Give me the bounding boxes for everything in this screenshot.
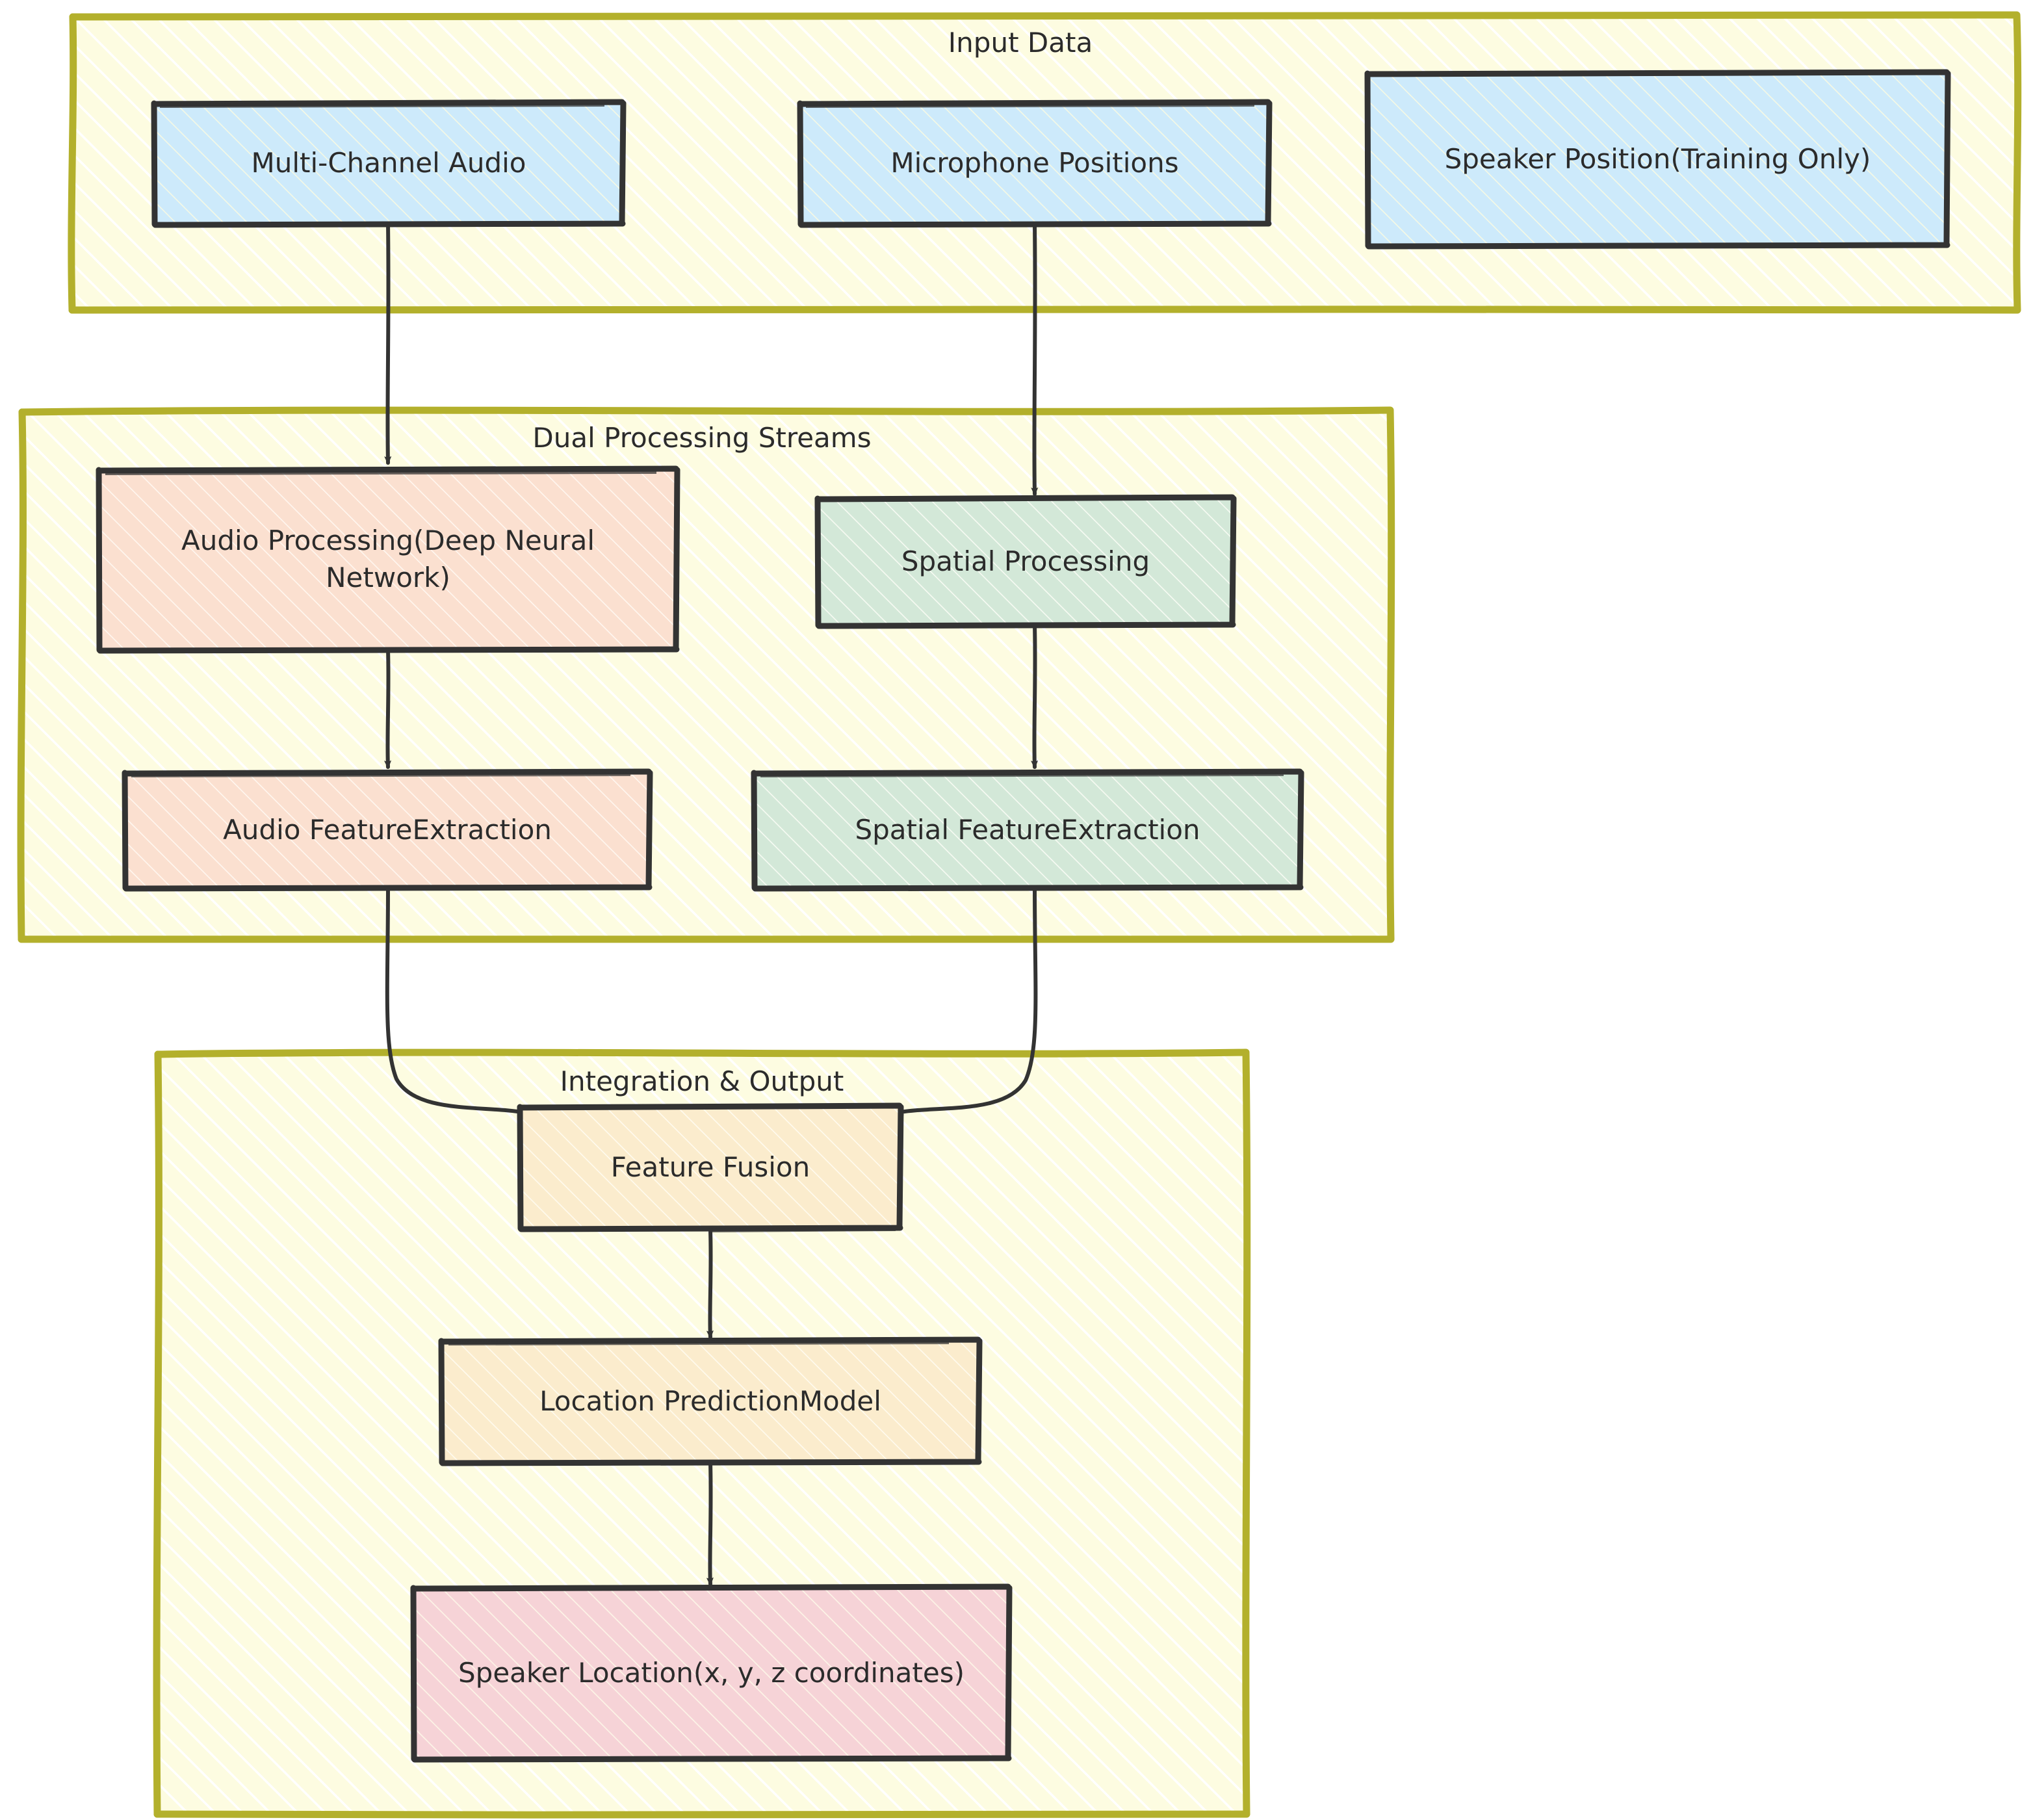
node-speaker-position-shape[interactable] <box>1364 69 1951 250</box>
node-microphone-positions-shape[interactable] <box>797 99 1273 228</box>
node-spatial-processing-shape[interactable] <box>814 494 1237 629</box>
node-audio-feature-extraction-shape[interactable] <box>122 768 653 892</box>
node-multi-channel-audio-shape[interactable] <box>151 99 627 228</box>
edge-audio-feature-extraction-to-feature-fusion <box>385 885 528 1115</box>
node-location-prediction-model-shape[interactable] <box>438 1336 983 1466</box>
node-audio-processing-shape[interactable] <box>96 465 680 654</box>
edge-multi-channel-audio-to-audio-processing <box>384 222 392 465</box>
edge-spatial-feature-extraction-to-feature-fusion <box>895 885 1038 1115</box>
node-spatial-feature-extraction-shape[interactable] <box>751 768 1304 892</box>
edge-audio-processing-to-audio-feature-extraction <box>384 648 392 769</box>
node-feature-fusion-shape[interactable] <box>517 1102 904 1232</box>
node-speaker-location-shape[interactable] <box>410 1583 1013 1763</box>
edge-spatial-processing-to-spatial-feature-extraction <box>1031 623 1039 769</box>
edge-microphone-positions-to-spatial-processing <box>1031 222 1039 496</box>
edges <box>384 222 1039 1586</box>
